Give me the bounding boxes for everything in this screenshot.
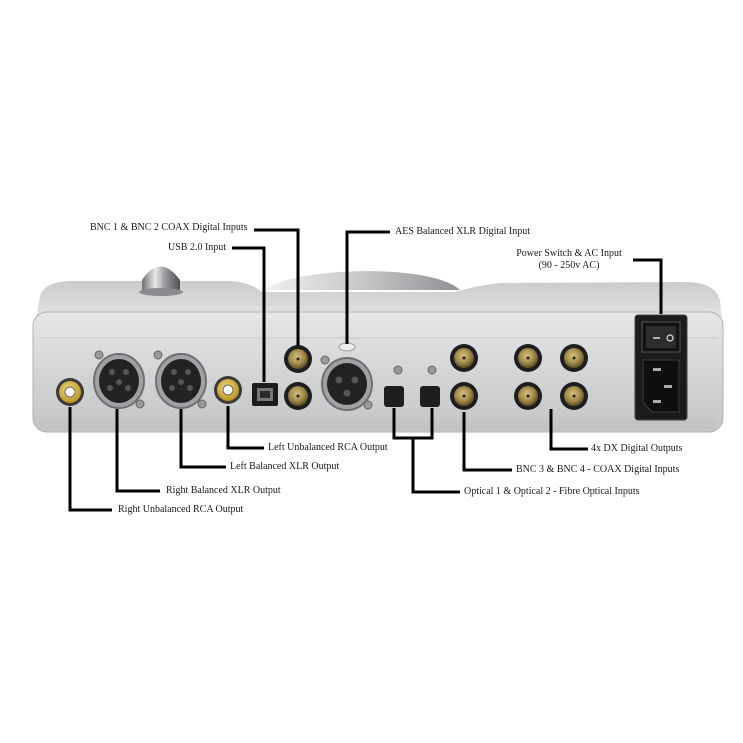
label-right-rca: Right Unbalanced RCA Output xyxy=(118,504,244,515)
label-bnc-3-4: BNC 3 & BNC 4 - COAX Digital Inputs xyxy=(516,464,680,475)
leader-right-rca xyxy=(68,407,112,512)
power-module xyxy=(634,314,688,421)
chassis-bottom-shade xyxy=(40,420,716,430)
left-rca-connector xyxy=(214,376,242,404)
label-usb: USB 2.0 Input xyxy=(168,242,227,253)
leader-left-rca xyxy=(226,406,264,450)
leader-bnc34 xyxy=(462,412,512,472)
chassis-top xyxy=(36,281,722,318)
right-xlr-connector xyxy=(93,350,145,409)
label-aes: AES Balanced XLR Digital Input xyxy=(395,226,530,237)
label-power-line1: Power Switch & AC Input xyxy=(516,248,622,259)
top-dome xyxy=(265,271,460,290)
leader-bnc12 xyxy=(254,228,300,346)
label-optical: Optical 1 & Optical 2 - Fibre Optical In… xyxy=(464,486,640,497)
leader-optical xyxy=(411,438,460,494)
label-power: Power Switch & AC Input (90 - 250v AC) xyxy=(512,248,626,272)
leader-power xyxy=(633,258,663,314)
leader-right-xlr xyxy=(115,409,160,493)
dx-output-4 xyxy=(560,382,588,410)
leader-usb xyxy=(232,246,266,382)
label-bnc-1-2: BNC 1 & BNC 2 COAX Digital Inputs xyxy=(90,222,248,233)
optical-1-connector xyxy=(384,365,404,407)
bnc-3-connector xyxy=(450,344,478,372)
dx-output-3 xyxy=(514,382,542,410)
volume-knob xyxy=(139,266,183,296)
left-xlr-connector xyxy=(153,350,207,409)
label-right-xlr: Right Balanced XLR Output xyxy=(166,485,281,496)
chassis xyxy=(32,271,724,433)
power-switch xyxy=(646,326,676,348)
label-left-rca: Left Unbalanced RCA Output xyxy=(268,442,388,453)
bnc-4-connector xyxy=(450,382,478,410)
optical-2-connector xyxy=(420,365,440,407)
leader-left-xlr xyxy=(179,409,226,469)
leader-dx xyxy=(549,409,588,451)
iec-ac-inlet xyxy=(642,359,680,413)
right-rca-connector xyxy=(56,378,84,406)
bnc-2-connector xyxy=(284,382,312,410)
leader-lines xyxy=(68,228,663,512)
usb-connector xyxy=(252,383,278,406)
dx-output-1 xyxy=(514,344,542,372)
label-dx-outputs: 4x DX Digital Outputs xyxy=(591,443,683,454)
aes-xlr-connector xyxy=(320,342,373,411)
leader-aes xyxy=(345,230,390,344)
label-power-line2: (90 - 250v AC) xyxy=(538,260,600,271)
label-left-xlr: Left Balanced XLR Output xyxy=(230,461,340,472)
bnc-1-connector xyxy=(284,345,312,373)
dx-output-2 xyxy=(560,344,588,372)
